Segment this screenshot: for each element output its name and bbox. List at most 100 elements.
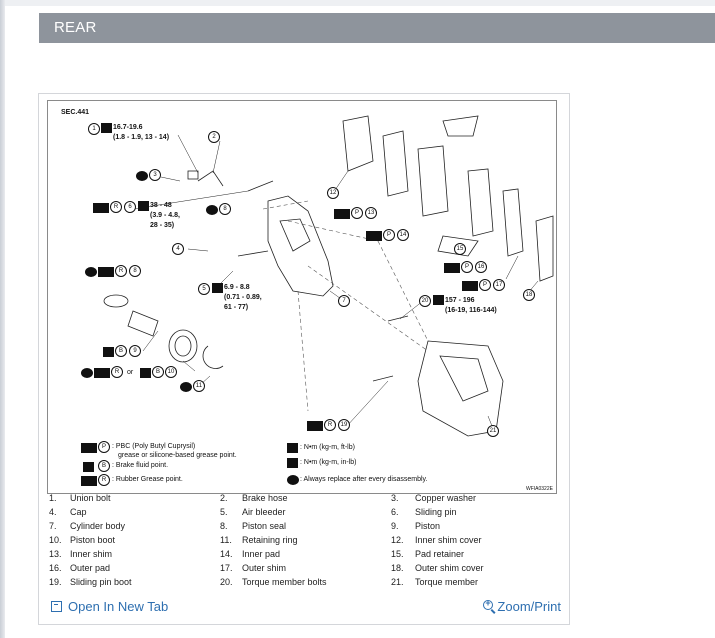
legend-nm-in-icon <box>287 458 298 468</box>
rubber-grease-icon <box>93 203 109 213</box>
legend-brake-fluid: : Brake fluid point. <box>112 462 169 469</box>
parts-row: 1. Union bolt 2. Brake hose 3. Copper wa… <box>47 493 563 507</box>
leader-4 <box>187 248 209 252</box>
parts-row: 19. Sliding pin boot 20. Torque member b… <box>47 577 563 591</box>
pbc-icon-13 <box>334 209 350 219</box>
brake-fluid-icon-10 <box>140 368 151 378</box>
part-number: 3. <box>391 493 399 503</box>
part-name: Outer shim cover <box>415 563 484 573</box>
legend-brake-fluid-icon <box>83 462 94 472</box>
legend-pbc-line2: grease or silicone-based grease point. <box>118 452 237 459</box>
sliding-pin-lower <box>237 250 269 257</box>
open-in-new-tab-label: Open In New Tab <box>68 599 169 614</box>
part-name: Sliding pin <box>415 507 457 517</box>
outer-shim-shape <box>502 188 524 257</box>
part-name: Torque member bolts <box>242 577 327 587</box>
callout-16: 16 <box>475 261 487 273</box>
legend-replace-icon <box>287 475 299 485</box>
rubber-grease-r-seal: R <box>115 265 127 277</box>
legend-pbc-line1: : PBC (Poly Butyl Cuprysil) <box>112 443 196 450</box>
part-number: 7. <box>49 521 57 531</box>
part-name: Outer pad <box>70 563 111 573</box>
legend-rubber: : Rubber Grease point. <box>112 476 183 483</box>
assembly-line-d <box>377 240 429 342</box>
or-text: or <box>127 369 134 376</box>
cylinder-body-detail <box>279 218 311 252</box>
part-number: 18. <box>391 563 404 573</box>
pbc-icon-14 <box>366 231 382 241</box>
rubber-grease-r-19: R <box>324 419 336 431</box>
legend-rubber-r: R <box>98 474 110 486</box>
callout-17: 17 <box>493 279 505 291</box>
part-name: Outer shim <box>242 563 287 573</box>
section-header: REAR <box>39 13 715 43</box>
zoom-icon: + <box>483 598 494 610</box>
torque-20-sub: (16-19, 116-144) <box>445 307 497 314</box>
part-number: 20. <box>220 577 233 587</box>
part-number: 16. <box>49 563 62 573</box>
part-name: Inner pad <box>242 549 281 559</box>
part-number: 14. <box>220 549 233 559</box>
assembly-line-b <box>307 265 429 352</box>
callout-5: 5 <box>198 283 210 295</box>
brake-hose-shape <box>197 170 224 187</box>
replace-icon-10 <box>81 368 93 378</box>
part-number: 6. <box>391 507 399 517</box>
figure-card: SEC.441 1 16.7-19.6 (1.8 - 1.9, 13 - 14)… <box>38 93 570 625</box>
left-edge <box>0 0 5 638</box>
open-in-new-tab-link[interactable]: Open In New Tab <box>51 599 168 614</box>
part-number: 4. <box>49 507 57 517</box>
torque-5-sub1: (0.71 - 0.89, <box>224 294 262 301</box>
callout-7: 7 <box>338 295 350 307</box>
leader-9 <box>142 330 159 352</box>
assembly-line-a <box>287 220 379 242</box>
rubber-grease-r-6: R <box>110 201 122 213</box>
parts-row: 10. Piston boot 11. Retaining ring 12. I… <box>47 535 563 549</box>
figure-footer: Open In New Tab +Zoom/Print <box>39 594 569 622</box>
brake-fluid-icon <box>103 347 114 357</box>
callout-13: 13 <box>365 207 377 219</box>
legend-pbc-p: P <box>98 441 110 453</box>
part-name: Copper washer <box>415 493 477 503</box>
torque-6-sub2: 28 - 35) <box>150 222 175 229</box>
part-name: Piston boot <box>70 535 116 545</box>
callout-12: 12 <box>327 187 339 199</box>
part-number: 13. <box>49 549 62 559</box>
zoom-print-link[interactable]: +Zoom/Print <box>483 598 561 614</box>
replace-icon-seal <box>85 267 97 277</box>
part-number: 15. <box>391 549 404 559</box>
exploded-diagram[interactable]: SEC.441 1 16.7-19.6 (1.8 - 1.9, 13 - 14)… <box>47 100 557 494</box>
callout-4: 4 <box>172 243 184 255</box>
inner-shim-cover-shape <box>342 115 374 172</box>
part-name: Inner shim <box>70 549 113 559</box>
brake-fluid-b-10: B <box>152 366 164 378</box>
section-code: SEC.441 <box>61 109 90 116</box>
leader-3 <box>160 176 181 182</box>
rubber-grease-icon-19 <box>307 421 323 431</box>
legend-nm-ft: : N•m (kg-m, ft-lb) <box>300 444 355 451</box>
pbc-p-13: P <box>351 207 363 219</box>
callout-14: 14 <box>397 229 409 241</box>
leader-10 <box>182 360 196 372</box>
top-strip <box>0 0 715 6</box>
part-name: Cap <box>70 507 87 517</box>
callout-19: 19 <box>338 419 350 431</box>
section-title: REAR <box>54 19 97 36</box>
piston-shape <box>127 310 159 337</box>
part-number: 11. <box>220 535 232 545</box>
retaining-ring-shape <box>202 345 224 369</box>
union-bolt-shape <box>187 170 199 180</box>
torque-1-sub: (1.8 - 1.9, 13 - 14) <box>113 134 170 141</box>
torque-in-icon <box>212 283 223 293</box>
part-name: Retaining ring <box>242 535 298 545</box>
legend-nm-in: : N•m (kg-m, in-lb) <box>300 459 357 466</box>
pbc-p-17: P <box>479 279 491 291</box>
parts-row: 7. Cylinder body 8. Piston seal 9. Pisto… <box>47 521 563 535</box>
callout-9: 9 <box>129 345 141 357</box>
part-name: Torque member <box>415 577 479 587</box>
part-number: 10. <box>49 535 62 545</box>
inner-pad-shape <box>417 145 449 217</box>
parts-row: 4. Cap 5. Air bleeder 6. Sliding pin <box>47 507 563 521</box>
callout-10: 10 <box>165 366 177 378</box>
callout-18: 18 <box>523 289 535 301</box>
